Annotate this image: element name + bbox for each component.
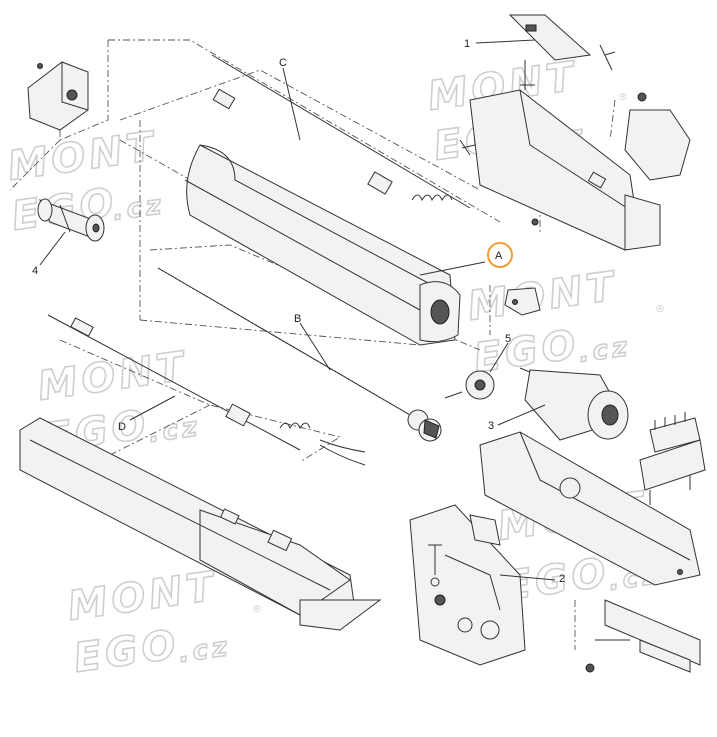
label-3: 3 <box>488 420 494 432</box>
watermark-left-bottom: MONT EGO .cz ® <box>64 563 262 683</box>
part-4-nut-cylinder <box>37 198 105 242</box>
part-3-motor <box>519 367 629 441</box>
lower-motor-housing <box>479 431 701 586</box>
watermark-registered: ® <box>655 304 665 315</box>
lower-outer-housing <box>19 417 382 631</box>
label-5: 5 <box>505 333 511 345</box>
label-d: D <box>118 421 126 433</box>
rear-mount-bracket <box>585 599 701 673</box>
terminal-block-board <box>639 412 706 505</box>
part-5-gear-bracket <box>444 287 541 400</box>
highlight-circle <box>487 242 513 268</box>
watermark-cz-text: .cz <box>177 632 233 669</box>
part-b-lead-screw <box>157 267 442 442</box>
part-1-top-bracket <box>459 14 616 156</box>
watermark-cz-text: .cz <box>111 190 167 227</box>
part-d-wiring-cable <box>47 314 366 466</box>
label-b: B <box>294 313 301 325</box>
end-cap-bracket <box>27 61 89 131</box>
label-2: 2 <box>559 573 565 585</box>
watermark-mont-text: MONT <box>5 123 161 190</box>
label-c: C <box>279 57 287 69</box>
watermark-cz-text: .cz <box>147 412 203 449</box>
part-a-housing-tube <box>184 144 461 346</box>
watermark-registered: ® <box>618 92 628 103</box>
watermark-ego-text: EGO <box>71 622 183 682</box>
label-1: 1 <box>464 38 470 50</box>
callout-labels: 1 C B 5 3 2 D 4 A <box>32 38 565 585</box>
label-a-highlight: A <box>487 242 513 268</box>
label-a: A <box>495 250 503 262</box>
watermark-mont-text: MONT <box>465 263 621 330</box>
part-c-cable-assembly <box>211 54 471 209</box>
watermark-cz-text: .cz <box>577 332 633 369</box>
label-4: 4 <box>32 265 38 277</box>
watermark-registered: ® <box>252 604 262 615</box>
top-right-motor-cover <box>469 89 691 251</box>
watermark-mont-text: MONT <box>65 563 221 630</box>
leader-lines <box>39 39 556 581</box>
part-2-mounting-plate <box>409 504 526 666</box>
